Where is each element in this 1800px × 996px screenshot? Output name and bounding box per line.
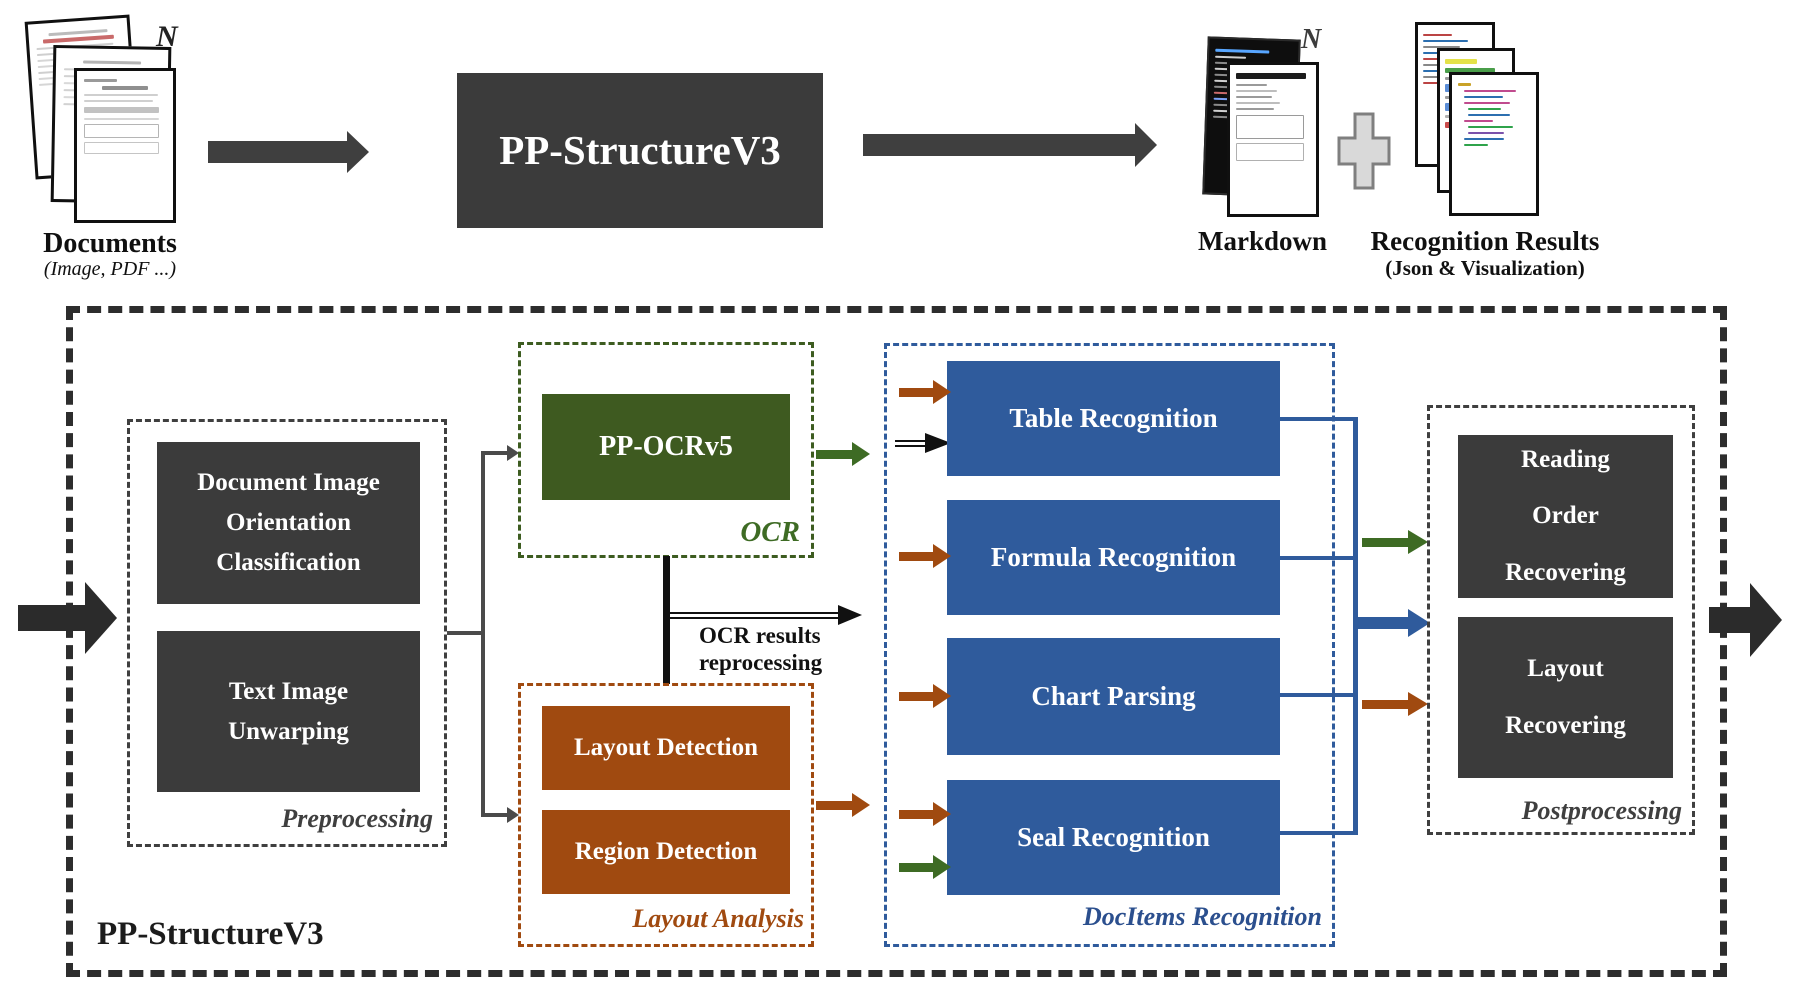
structurev3-main-box: PP-StructureV3 <box>457 73 823 228</box>
module-reading-order-recovering: Reading Order Recovering <box>1458 435 1673 598</box>
module-seal-recognition-label: Seal Recognition <box>1017 821 1210 852</box>
module-chart-parsing-label: Chart Parsing <box>1031 680 1196 711</box>
json-page-icon <box>1449 72 1539 216</box>
ocr-label: OCR <box>740 516 800 548</box>
module-layout-detection: Layout Detection <box>542 706 790 790</box>
documents-subtitle: (Image, PDF ...) <box>43 258 177 280</box>
module-table-recognition: Table Recognition <box>947 361 1280 476</box>
module-reading-order-label: Reading Order Recovering <box>1505 446 1626 586</box>
module-region-detection: Region Detection <box>542 810 790 894</box>
module-layout-recovering-label: Layout Recovering <box>1505 655 1626 739</box>
layout-analysis-label: Layout Analysis <box>632 904 804 933</box>
module-layout-detection-label: Layout Detection <box>574 734 758 761</box>
module-text-unwarping: Text Image Unwarping <box>157 631 420 792</box>
markdown-count-label: N <box>1301 24 1322 55</box>
module-doc-orientation: Document Image Orientation Classificatio… <box>157 442 420 604</box>
module-formula-recognition: Formula Recognition <box>947 500 1280 615</box>
ocr-reprocessing-label: OCR results reprocessing <box>699 623 823 676</box>
structurev3-main-label: PP-StructureV3 <box>499 126 781 173</box>
postprocessing-label: Postprocessing <box>1521 796 1682 825</box>
module-table-recognition-label: Table Recognition <box>1009 402 1218 433</box>
module-pp-ocrv5-label: PP-OCRv5 <box>599 430 733 462</box>
module-pp-ocrv5: PP-OCRv5 <box>542 394 790 500</box>
module-chart-parsing: Chart Parsing <box>947 638 1280 755</box>
docitems-label: DocItems Recognition <box>1082 902 1322 931</box>
markdown-title: Markdown <box>1197 226 1327 256</box>
recognition-subtitle: (Json & Visualization) <box>1385 256 1585 280</box>
pipeline-outer-box <box>66 306 1727 977</box>
documents-title: Documents <box>43 228 177 259</box>
recognition-title: Recognition Results <box>1370 226 1600 256</box>
module-seal-recognition: Seal Recognition <box>947 780 1280 895</box>
pipeline-title: PP-StructureV3 <box>97 916 324 952</box>
module-text-unwarping-label: Text Image Unwarping <box>228 677 349 745</box>
module-formula-recognition-label: Formula Recognition <box>990 541 1237 572</box>
postprocessing-region <box>1427 405 1695 835</box>
plus-icon <box>1337 112 1391 195</box>
preprocessing-label: Preprocessing <box>281 804 433 833</box>
markdown-render-page-icon <box>1227 62 1319 217</box>
layout-analysis-region <box>518 683 814 947</box>
preprocessing-region <box>127 419 447 847</box>
docitems-region <box>884 343 1335 947</box>
module-layout-recovering: Layout Recovering <box>1458 617 1673 778</box>
module-doc-orientation-label: Document Image Orientation Classificatio… <box>197 469 380 576</box>
document-page-icon <box>74 68 176 223</box>
connector-ocr-to-layout <box>663 556 670 684</box>
documents-count-label: N <box>156 20 178 53</box>
module-region-detection-label: Region Detection <box>574 838 758 865</box>
